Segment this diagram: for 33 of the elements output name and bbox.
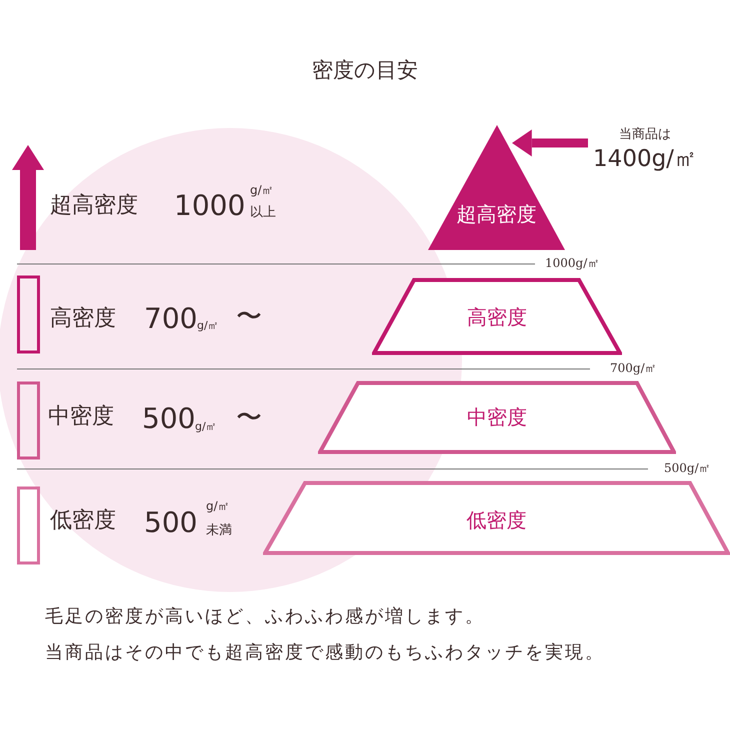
title: 密度の目安	[311, 60, 419, 81]
threshold-label: 1000g/㎡	[545, 257, 600, 270]
category-label: 中密度	[48, 406, 114, 428]
category-label: 超高密度	[50, 194, 138, 217]
pyramid-tier	[263, 481, 730, 555]
pyramid-tier	[318, 381, 676, 454]
note-text: 毛足の密度が高いほど、ふわふわ感が増します。	[45, 608, 485, 626]
unit-label: g/㎡	[195, 420, 217, 432]
unit-label: 以上	[250, 206, 276, 219]
unit-label: g/㎡	[197, 320, 219, 331]
note-text: 当商品はその中でも超高密度で感動のもちふわタッチを実現。	[45, 644, 605, 662]
pyramid-tier	[372, 278, 622, 355]
threshold-label: 700g/㎡	[610, 362, 657, 374]
unit-label: 未満	[206, 524, 232, 537]
value-label: 1000	[174, 192, 246, 220]
value-label: 500	[144, 508, 198, 537]
tier-label: 超高密度	[456, 204, 538, 224]
value-label: 500	[142, 404, 196, 433]
tilde-label: 〜	[236, 304, 262, 330]
tier-label: 中密度	[466, 407, 528, 427]
value-label: 700	[144, 304, 198, 333]
category-label: 低密度	[50, 510, 116, 532]
callout-value: 1400g/㎡	[592, 148, 698, 171]
callout-caption: 当商品は	[618, 128, 672, 141]
unit-label: g/㎡	[206, 500, 230, 512]
unit-label: g/㎡	[250, 184, 274, 196]
pyramid-triangle	[428, 125, 565, 250]
tilde-label: 〜	[236, 404, 262, 431]
tier-label: 高密度	[466, 307, 528, 327]
tier-label: 低密度	[466, 510, 528, 530]
arrow	[512, 130, 588, 156]
threshold-label: 500g/㎡	[664, 462, 711, 474]
category-label: 高密度	[50, 308, 116, 330]
